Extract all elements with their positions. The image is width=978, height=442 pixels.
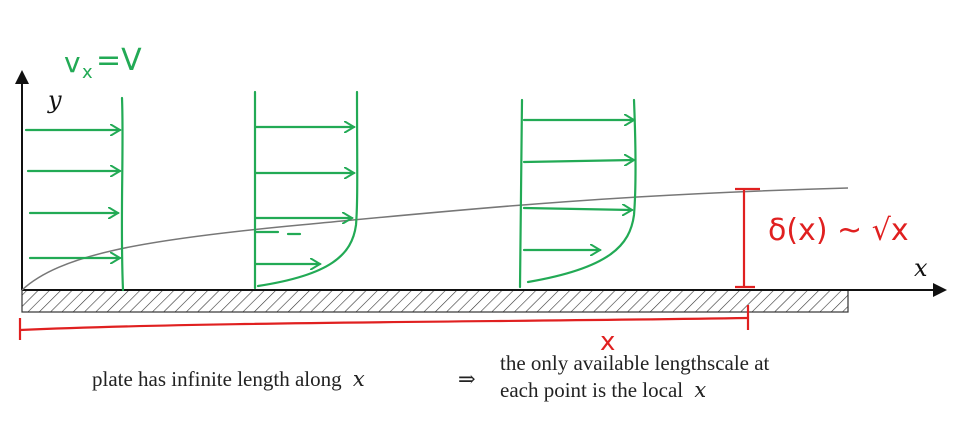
thickness-indicator	[735, 187, 760, 289]
caption-right-line2: each point is the local x	[500, 378, 706, 402]
caption-left-text: plate has infinite length along	[92, 367, 342, 391]
caption-left: plate has infinite length along x	[92, 367, 365, 391]
plate-length-dimension	[18, 305, 750, 340]
plate-length-label: x	[600, 327, 615, 357]
freestream-label: v x =V	[64, 43, 142, 83]
caption-right-var: x	[694, 378, 706, 402]
boundary-layer-edge	[21, 187, 849, 291]
caption-implies: ⇒	[458, 367, 476, 391]
x-axis-label: x	[914, 254, 928, 282]
velocity-profile-2	[253, 90, 359, 290]
velocity-profile-1	[24, 96, 125, 292]
freestream-v: v	[64, 46, 81, 79]
caption-right-line1: the only available lengthscale at	[500, 351, 770, 375]
y-axis-label: y	[47, 86, 62, 114]
freestream-subscript: x	[82, 62, 93, 83]
flat-plate	[21, 289, 849, 313]
caption-right-line2-text: each point is the local	[500, 378, 683, 402]
thickness-label: δ(x) ~ √x	[768, 213, 909, 248]
velocity-profile-3	[518, 98, 637, 289]
caption-left-var: x	[353, 367, 365, 391]
freestream-value: =V	[96, 43, 142, 78]
